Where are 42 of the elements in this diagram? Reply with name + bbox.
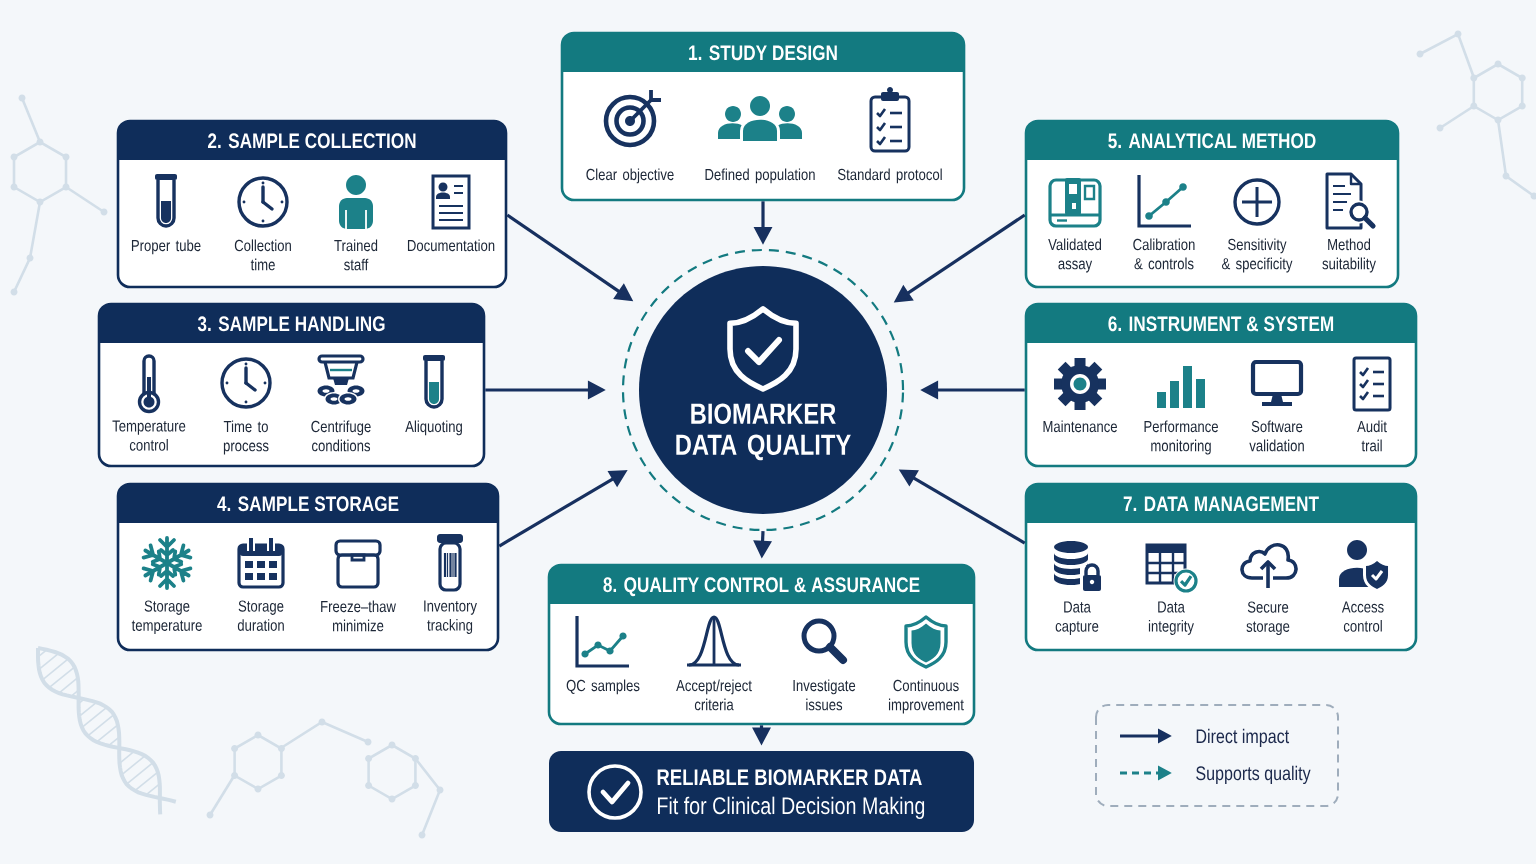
item-label: Data integrity bbox=[1148, 601, 1194, 635]
item-label: Centrifuge conditions bbox=[311, 420, 371, 452]
item-label: Trained staff bbox=[334, 239, 378, 271]
item-label: Documentation bbox=[407, 239, 495, 252]
item-label: Defined population bbox=[705, 168, 815, 184]
item-label: Access control bbox=[1341, 601, 1384, 632]
item-label: Proper tube bbox=[131, 239, 201, 255]
panel-header: 8. QUALITY CONTROL & ASSURANCE bbox=[549, 565, 974, 604]
item-label: Sensitivity & specificity bbox=[1222, 238, 1293, 273]
item-label: Data capture bbox=[1055, 601, 1099, 635]
item-label: Investigate issues bbox=[793, 679, 856, 711]
panel-header: 7. DATA MANAGEMENT bbox=[1026, 484, 1416, 523]
item-label: Storage temperature bbox=[131, 600, 202, 635]
panel-header: 1. STUDY DESIGN bbox=[562, 33, 964, 72]
item-label: Method suitability bbox=[1322, 238, 1376, 273]
item-label: Continuous improvement bbox=[889, 679, 964, 714]
item-label: Storage duration bbox=[237, 600, 284, 631]
item-label: Software validation bbox=[1249, 420, 1304, 452]
item-label: Accept/reject criteria bbox=[676, 679, 752, 711]
item-label: Standard protocol bbox=[838, 168, 942, 184]
item-label: Aliquoting bbox=[405, 420, 462, 436]
item-label: Calibration & controls bbox=[1133, 238, 1195, 270]
panel-header: 4. SAMPLE STORAGE bbox=[118, 484, 498, 523]
item-label: Clear objective bbox=[586, 168, 674, 184]
result-banner: RELIABLE BIOMARKER DATA Fit for Clinical Decision Making bbox=[549, 751, 974, 832]
item-label: Temperature control bbox=[112, 420, 186, 451]
panel-header: 2. SAMPLE COLLECTION bbox=[118, 121, 506, 160]
item-label: Collection time bbox=[234, 239, 291, 271]
panel-header: 5. ANALYTICAL METHOD bbox=[1026, 121, 1398, 160]
legend-label: Direct impact bbox=[1196, 728, 1290, 748]
item-label: Time to process bbox=[223, 420, 269, 455]
item-label: Secure storage bbox=[1246, 601, 1290, 636]
item-label: Audit trail bbox=[1357, 420, 1387, 452]
legend-label: Supports quality bbox=[1196, 765, 1311, 785]
item-label: Validated assay bbox=[1048, 238, 1102, 273]
item-label: Performance monitoring bbox=[1144, 420, 1218, 455]
panel-header: 6. INSTRUMENT & SYSTEM bbox=[1026, 304, 1416, 343]
panel-header: 3. SAMPLE HANDLING bbox=[99, 304, 484, 343]
item-label: QC samples bbox=[566, 679, 640, 695]
item-label: Inventory tracking bbox=[424, 600, 477, 634]
item-label: Maintenance bbox=[1043, 420, 1117, 433]
item-label: Freeze–thaw minimize bbox=[321, 600, 396, 632]
